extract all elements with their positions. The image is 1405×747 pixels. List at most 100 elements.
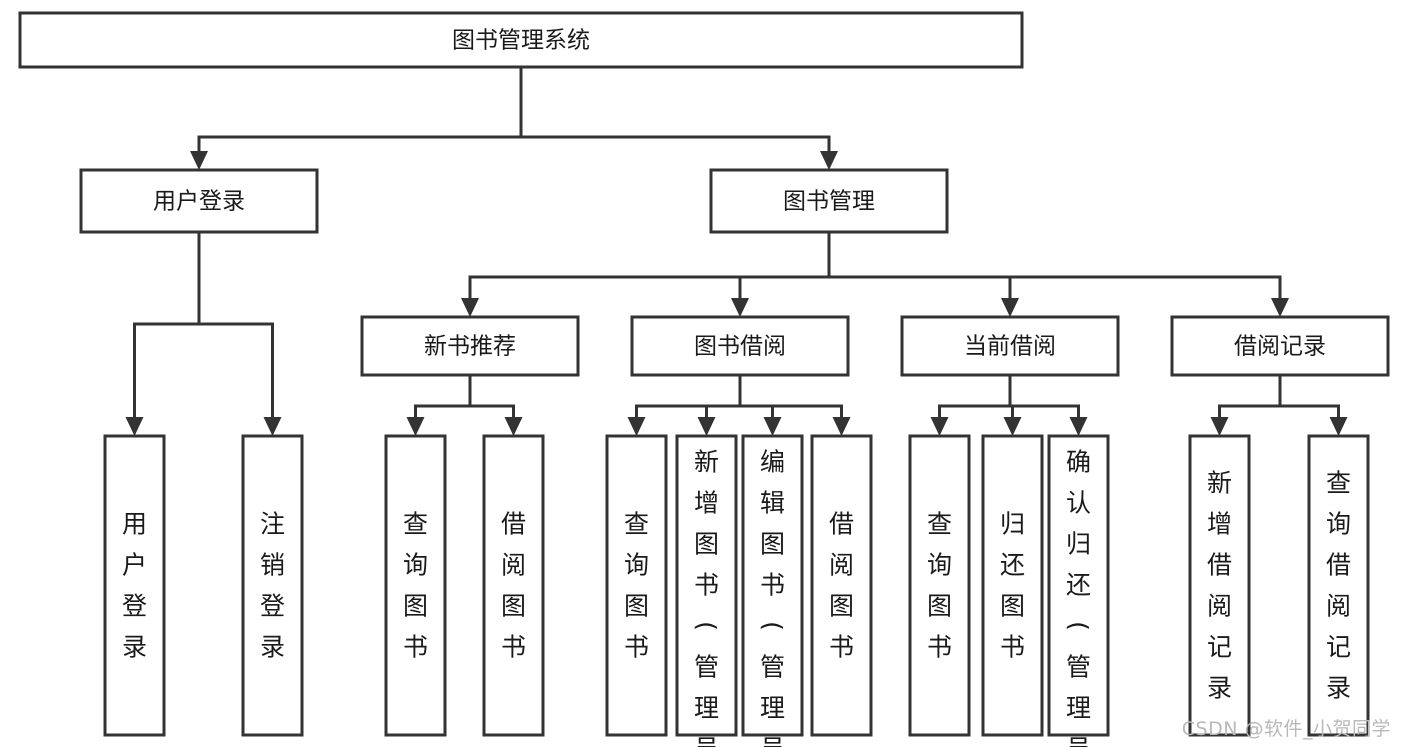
label-glyph: 书	[927, 633, 952, 662]
label-glyph: 书	[760, 571, 785, 600]
label-glyph: 理	[1066, 694, 1091, 723]
label-glyph: 录	[260, 633, 285, 662]
label-glyph: (	[1064, 621, 1093, 631]
label-glyph: (	[692, 621, 721, 631]
label-glyph: 阅	[501, 551, 526, 580]
label-glyph: 注	[260, 510, 285, 539]
node-leaf-user-login[interactable]: 用户登录	[103, 434, 166, 737]
node-leaf-query-borrow-record-box[interactable]	[1307, 434, 1370, 737]
arrow-head-icon	[763, 417, 782, 436]
label-glyph: 图	[694, 530, 719, 559]
label-glyph: 书	[829, 633, 854, 662]
label-glyph: 录	[1207, 674, 1232, 703]
node-leaf-user-logout-box[interactable]	[241, 434, 304, 737]
node-boxes: 图书管理系统用户登录图书管理新书推荐图书借阅当前借阅借阅记录用户登录注销登录查询…	[18, 11, 1390, 747]
node-book-borrow-label: 图书借阅	[694, 334, 786, 360]
label-glyph: 查	[1326, 469, 1351, 498]
node-new-book-recommend[interactable]: 新书推荐	[360, 315, 580, 377]
node-leaf-add-book-admin-box[interactable]	[675, 434, 738, 737]
label-glyph: 图	[829, 592, 854, 621]
label-glyph: 图	[760, 530, 785, 559]
arrow-head-icon	[504, 417, 523, 436]
node-borrow-record-box[interactable]	[1170, 315, 1390, 377]
arrow-head-icon	[1003, 417, 1022, 436]
node-leaf-confirm-return-admin-box[interactable]	[1047, 434, 1110, 737]
arrow-head-icon	[627, 417, 646, 436]
label-glyph: 书	[501, 633, 526, 662]
node-new-book-recommend-label: 新书推荐	[424, 334, 516, 360]
arrow-head-icon	[190, 151, 208, 170]
node-book-borrow-box[interactable]	[630, 315, 850, 377]
node-leaf-borrow-book-2-box[interactable]	[810, 434, 873, 737]
label-glyph: 归	[1066, 530, 1091, 559]
node-user-login-label: 用户登录	[153, 189, 245, 215]
label-glyph: 销	[260, 551, 285, 580]
node-current-borrow-label: 当前借阅	[964, 334, 1056, 360]
label-glyph: 管	[760, 653, 785, 682]
label-glyph: 询	[1326, 510, 1351, 539]
node-book-management[interactable]: 图书管理	[709, 168, 949, 234]
node-leaf-query-book-2-box[interactable]	[605, 434, 668, 737]
node-leaf-borrow-book-1-box[interactable]	[482, 434, 545, 737]
label-glyph: 阅	[1326, 592, 1351, 621]
node-title-system-label: 图书管理系统	[452, 28, 590, 54]
label-glyph: 增	[694, 489, 719, 518]
label-glyph: 理	[694, 694, 719, 723]
node-current-borrow[interactable]: 当前借阅	[900, 315, 1120, 377]
arrow-head-icon	[820, 151, 838, 170]
node-leaf-query-book-1-box[interactable]	[384, 434, 447, 737]
node-current-borrow-box[interactable]	[900, 315, 1120, 377]
label-glyph: 阅	[829, 551, 854, 580]
node-book-management-box[interactable]	[709, 168, 949, 234]
label-glyph: 图	[1000, 592, 1025, 621]
label-glyph: 管	[1066, 653, 1091, 682]
arrow-head-icon	[731, 298, 749, 317]
arrow-head-icon	[406, 417, 425, 436]
label-glyph: 书	[694, 571, 719, 600]
label-glyph: 辑	[760, 489, 785, 518]
label-glyph: 员	[1066, 735, 1091, 747]
node-user-login-box[interactable]	[79, 168, 319, 234]
node-user-login[interactable]: 用户登录	[79, 168, 319, 234]
node-borrow-record[interactable]: 借阅记录	[1170, 315, 1390, 377]
node-leaf-query-book-3-box[interactable]	[908, 434, 971, 737]
label-glyph: 增	[1207, 510, 1232, 539]
label-glyph: 新	[694, 448, 719, 477]
node-leaf-return-book-box[interactable]	[981, 434, 1044, 737]
node-new-book-recommend-box[interactable]	[360, 315, 580, 377]
label-glyph: 查	[927, 510, 952, 539]
label-glyph: 阅	[1207, 592, 1232, 621]
label-glyph: 员	[694, 735, 719, 747]
label-glyph: 录	[1326, 674, 1351, 703]
label-glyph: 图	[403, 592, 428, 621]
node-title-system[interactable]: 图书管理系统	[18, 11, 1024, 69]
label-glyph: 登	[122, 592, 147, 621]
label-glyph: 借	[1326, 551, 1351, 580]
node-leaf-add-borrow-record-box[interactable]	[1188, 434, 1251, 737]
node-book-borrow[interactable]: 图书借阅	[630, 315, 850, 377]
label-glyph: 还	[1066, 571, 1091, 600]
node-leaf-user-login-box[interactable]	[103, 434, 166, 737]
node-title-system-box[interactable]	[18, 11, 1024, 69]
label-glyph: 户	[122, 551, 147, 580]
node-leaf-edit-book-admin-box[interactable]	[741, 434, 804, 737]
